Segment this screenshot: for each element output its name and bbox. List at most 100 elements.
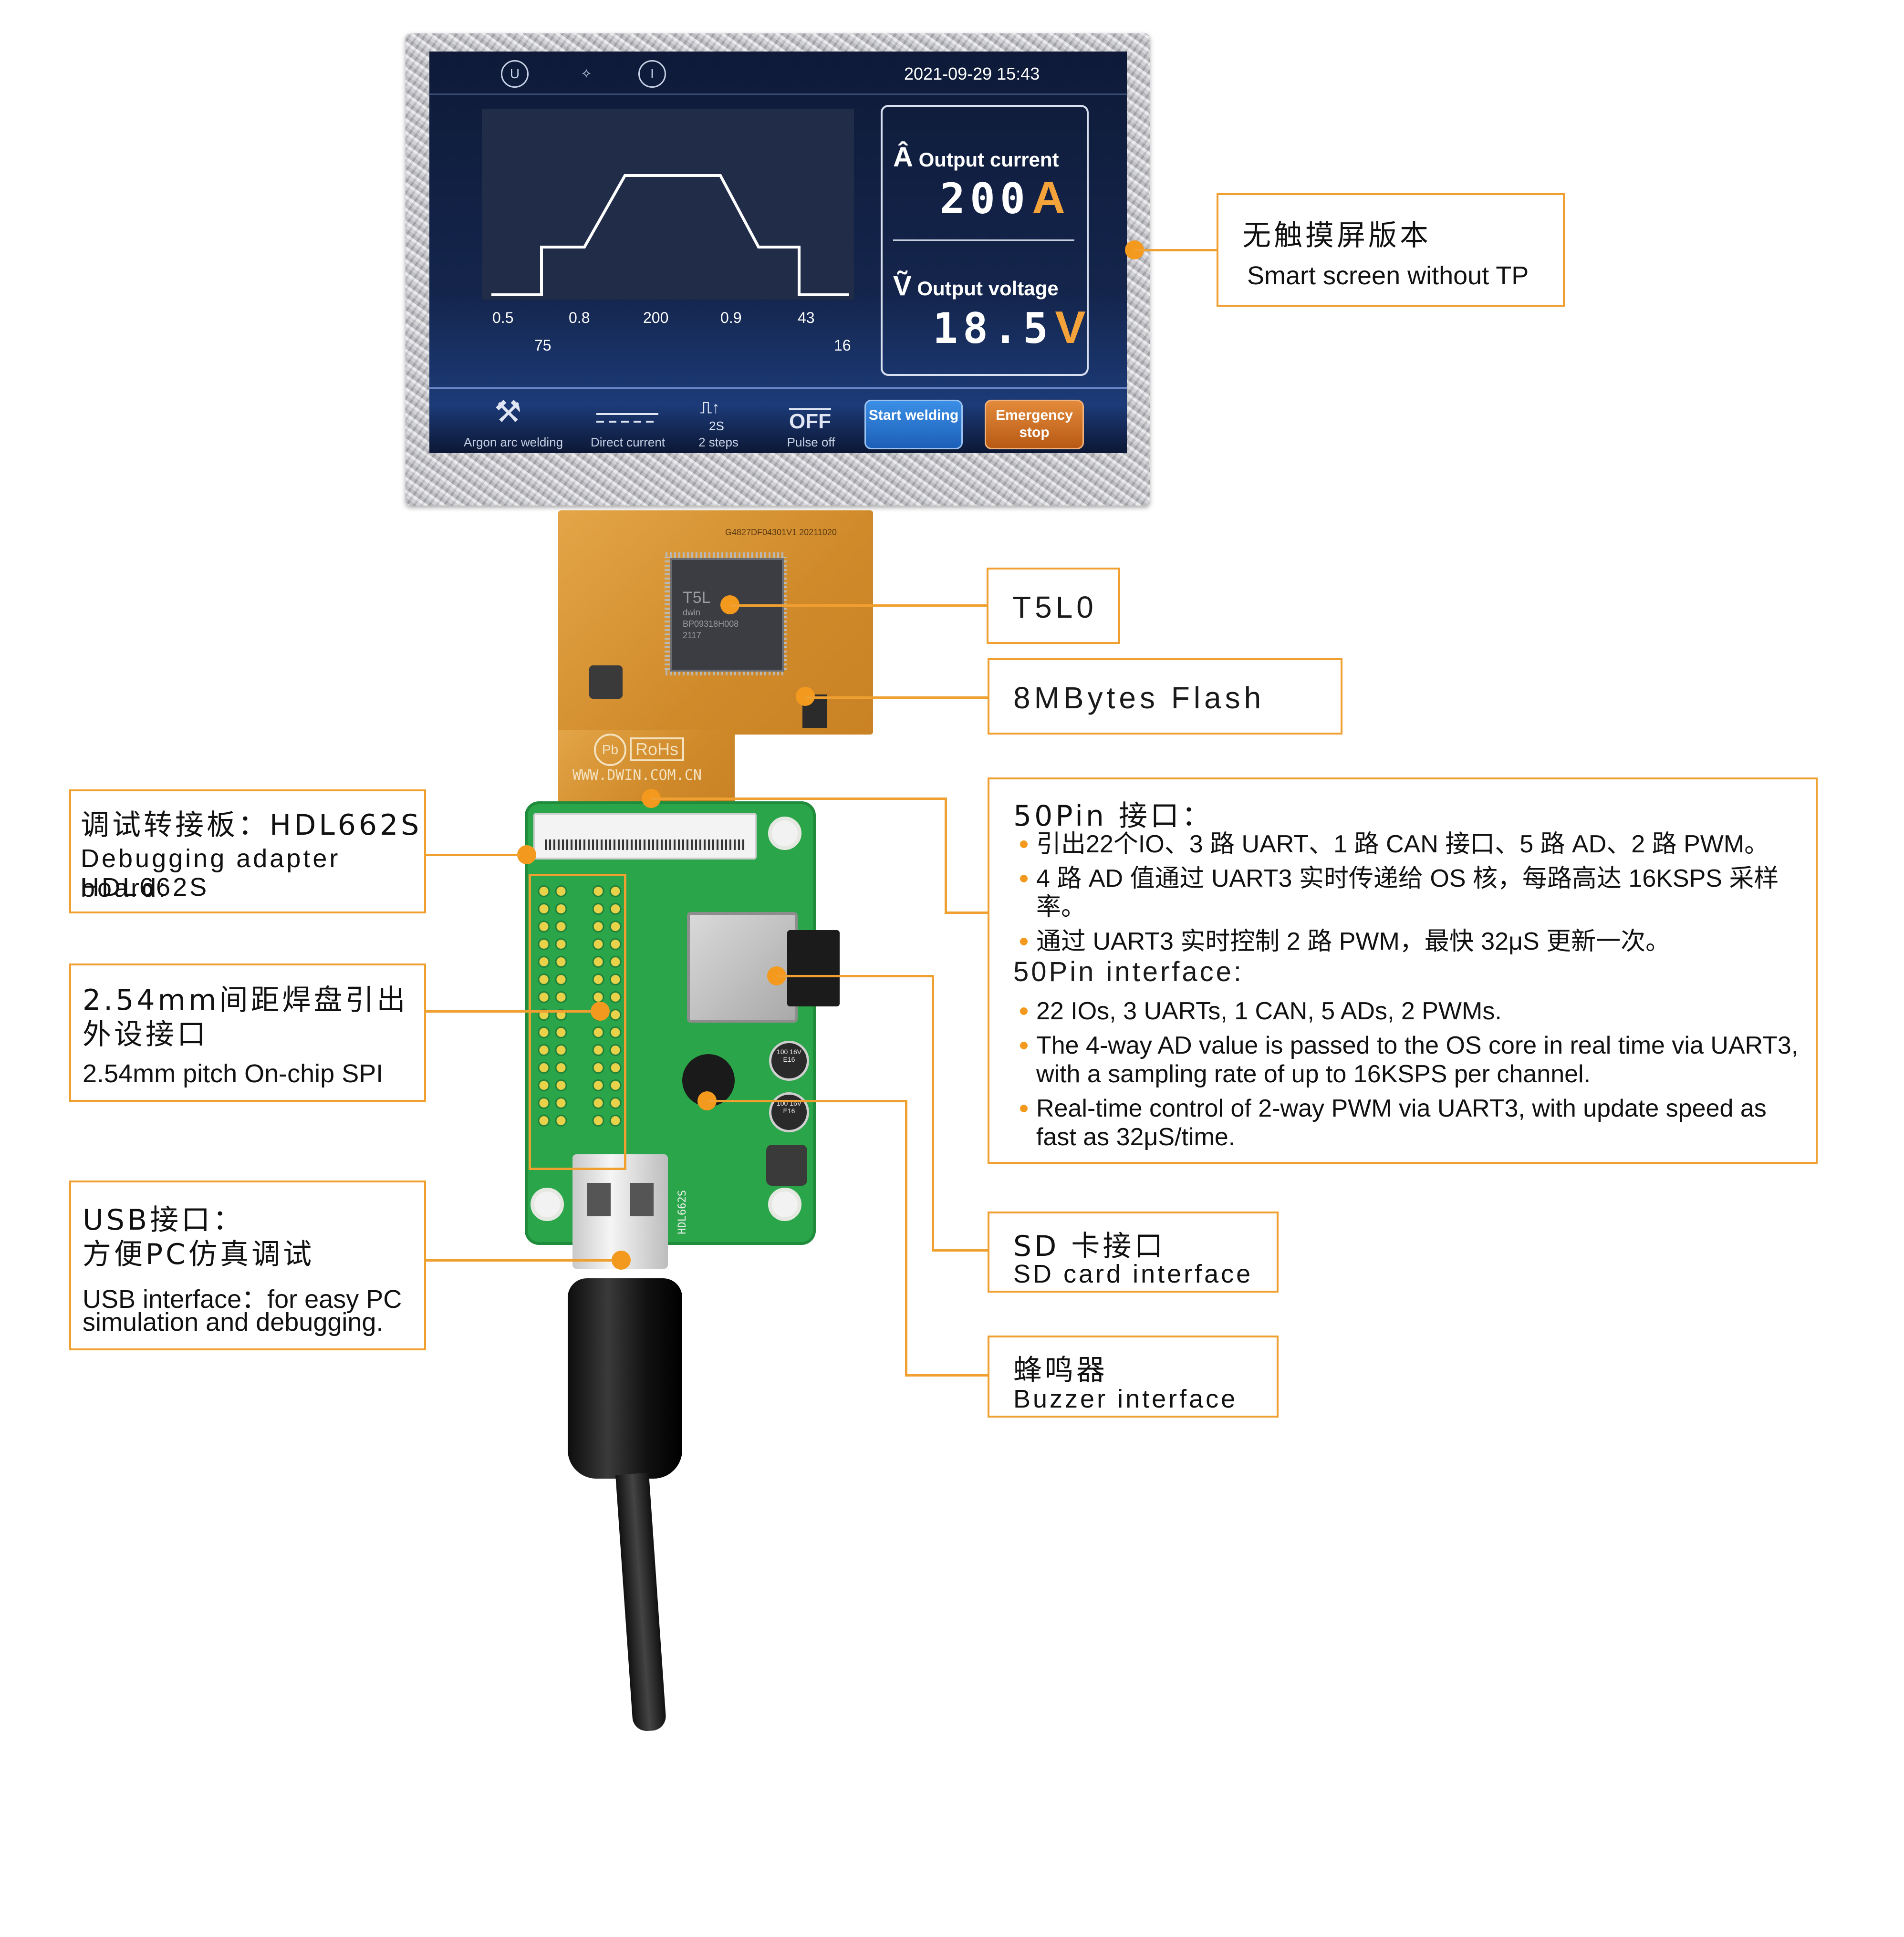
ammeter-icon: Â xyxy=(893,142,913,173)
graph-label-5: 75 xyxy=(534,337,551,354)
flash-callout-line xyxy=(805,696,988,699)
argon-welding-label: Argon arc welding xyxy=(463,435,563,449)
pitch-callout-line xyxy=(425,1010,592,1013)
voltage-value: 18.5 xyxy=(933,304,1053,353)
pin50-en-item-2: Real-time control of 2-way PWM via UART3… xyxy=(1018,1094,1800,1151)
welding-mode-icon: ✧ xyxy=(581,66,592,81)
chip-brand: dwin xyxy=(683,608,701,617)
pin50-zh-list: 引出22个IO、3 路 UART、1 路 CAN 接口、5 路 AD、2 路 P… xyxy=(1018,830,1800,962)
pin50-zh-title: 50Pin 接口： xyxy=(1013,799,1213,833)
current-meter-reading: 200 A xyxy=(940,172,1065,224)
screen-datetime: 2021-09-29 15:43 xyxy=(904,64,1040,83)
usb-callout-box: USB接口： 方便PC仿真调试 USB interface：for easy P… xyxy=(69,1181,426,1350)
pad-column-left xyxy=(535,882,571,1130)
voltage-title-text: Output voltage xyxy=(917,277,1059,300)
current-status-icon: I xyxy=(638,60,666,88)
meter-panel xyxy=(881,105,1089,376)
pb-free-logo: Pb xyxy=(594,734,626,766)
waveform-line xyxy=(491,174,849,296)
sd-callout-line-h2 xyxy=(932,1249,989,1252)
debug-callout-box: 调试转接板：HDL662S Debugging adapter board: H… xyxy=(69,789,426,913)
fpc-code: G4827DF04301V1 20211020 xyxy=(725,528,837,537)
buzzer-callout-box: 蜂鸣器 Buzzer interface xyxy=(988,1336,1279,1418)
power-inductor xyxy=(766,1145,807,1186)
chip-code: BP09318H008 xyxy=(683,619,739,629)
two-step-glyph: 2S xyxy=(709,419,724,433)
buzzer-callout-en: Buzzer interface xyxy=(1013,1385,1238,1413)
buzzer-callout-zh: 蜂鸣器 xyxy=(1013,1354,1108,1387)
toolbar-divider xyxy=(429,387,1127,389)
chip-label: T5L xyxy=(683,589,711,607)
pitch-bracket-bottom xyxy=(529,1168,626,1170)
screen-callout-box: 无触摸屏版本 Smart screen without TP xyxy=(1217,193,1565,307)
usb-callout-en1: USB interface：for easy PC xyxy=(83,1285,402,1314)
direct-current-icon[interactable] xyxy=(596,421,658,423)
two-step-label: 2 steps xyxy=(698,435,739,449)
pitch-callout-zh2: 外设接口 xyxy=(83,1018,208,1051)
pin50-zh-item-1: 4 路 AD 值通过 UART3 实时传递给 OS 核，每路高达 16KSPS … xyxy=(1018,864,1800,922)
inductor xyxy=(589,665,623,699)
t5l0-callout-label: T5L0 xyxy=(1012,590,1097,624)
pin50-callout-line-v xyxy=(945,798,947,914)
fpc-url: WWW.DWIN.COM.CN xyxy=(572,767,702,784)
connector-contacts xyxy=(545,839,745,850)
pin50-en-title: 50Pin interface: xyxy=(1013,956,1244,987)
usb-callout-dot xyxy=(612,1251,631,1270)
debug-callout-en2: HDL662S xyxy=(81,873,209,901)
emergency-stop-button[interactable]: Emergency stop xyxy=(985,400,1084,449)
t5l0-callout-line xyxy=(730,604,988,607)
screen-callout-en: Smart screen without TP xyxy=(1247,261,1529,290)
capacitor-1-label: 100 16V E16 xyxy=(776,1048,802,1063)
topbar-divider xyxy=(429,93,1127,95)
usb-cable xyxy=(615,1472,667,1732)
voltmeter-icon: Ṽ xyxy=(893,270,912,301)
pin50-en-list: 22 IOs, 3 UARTs, 1 CAN, 5 ADs, 2 PWMs. T… xyxy=(1018,997,1800,1157)
voltage-meter-reading: 18.5 V xyxy=(933,301,1085,354)
usb-port[interactable] xyxy=(572,1154,668,1269)
voltage-meter-title: Ṽ Output voltage xyxy=(893,270,1059,302)
start-welding-button[interactable]: Start welding xyxy=(864,400,963,449)
chip-pins-top xyxy=(666,552,785,558)
usb-callout-line xyxy=(425,1259,613,1262)
flash-callout-label: 8MBytes Flash xyxy=(1013,681,1265,715)
direct-current-label: Direct current xyxy=(590,435,666,449)
usb-callout-en2: simulation and debugging. xyxy=(83,1308,384,1336)
t5l0-callout-box: T5L0 xyxy=(987,568,1120,644)
buzzer-callout-line-v xyxy=(905,1100,907,1377)
pin50-callout-line-h2 xyxy=(945,912,988,914)
debug-callout-dot xyxy=(517,845,536,864)
pitch-callout-box: 2.54mm间距焊盘引出 外设接口 2.54mm pitch On-chip S… xyxy=(69,963,426,1102)
pitch-bracket-right xyxy=(624,874,626,1170)
pin50-callout-line-h1 xyxy=(651,798,947,800)
capacitor-2: 100 16V E16 xyxy=(769,1092,809,1132)
chip-pins-left xyxy=(665,557,670,670)
two-step-icon[interactable]: ⎍↑ xyxy=(700,399,720,417)
pitch-callout-dot xyxy=(591,1002,610,1021)
meter-divider xyxy=(893,239,1074,241)
pcb-model-silk: HDL662S xyxy=(676,1190,688,1234)
waveform-svg xyxy=(491,174,849,296)
pin50-en-item-1: The 4-way AD value is passed to the OS c… xyxy=(1018,1031,1800,1088)
t5l-chip: T5L dwin BP09318H008 2117 xyxy=(670,558,784,672)
graph-label-3: 0.9 xyxy=(720,309,742,326)
pitch-bracket-left xyxy=(529,874,531,1170)
rohs-logo: RoHs xyxy=(630,737,685,761)
pitch-callout-zh1: 2.54mm间距焊盘引出 xyxy=(83,984,408,1017)
graph-label-4: 43 xyxy=(798,309,815,326)
usb-contact-left xyxy=(587,1183,611,1216)
current-title-text: Output current xyxy=(918,148,1059,171)
pulse-off-icon[interactable]: OFF xyxy=(789,408,831,433)
sd-callout-line-h1 xyxy=(777,975,934,977)
graph-label-2: 200 xyxy=(643,309,669,326)
debug-callout-en1: Debugging adapter board: xyxy=(81,844,341,902)
voltage-unit: V xyxy=(1055,302,1086,353)
fpc-connector xyxy=(533,813,757,860)
screen-callout-zh: 无触摸屏版本 xyxy=(1242,219,1431,252)
argon-welding-icon[interactable]: ⚒ xyxy=(494,394,522,429)
debug-callout-zh: 调试转接板：HDL662S xyxy=(81,808,422,842)
capacitor-1: 100 16V E16 xyxy=(769,1041,809,1081)
usb-callout-zh1: USB接口： xyxy=(83,1203,245,1237)
mount-hole-tr xyxy=(768,817,801,850)
usb-contact-right xyxy=(630,1183,654,1216)
flash-callout-box: 8MBytes Flash xyxy=(988,658,1342,735)
